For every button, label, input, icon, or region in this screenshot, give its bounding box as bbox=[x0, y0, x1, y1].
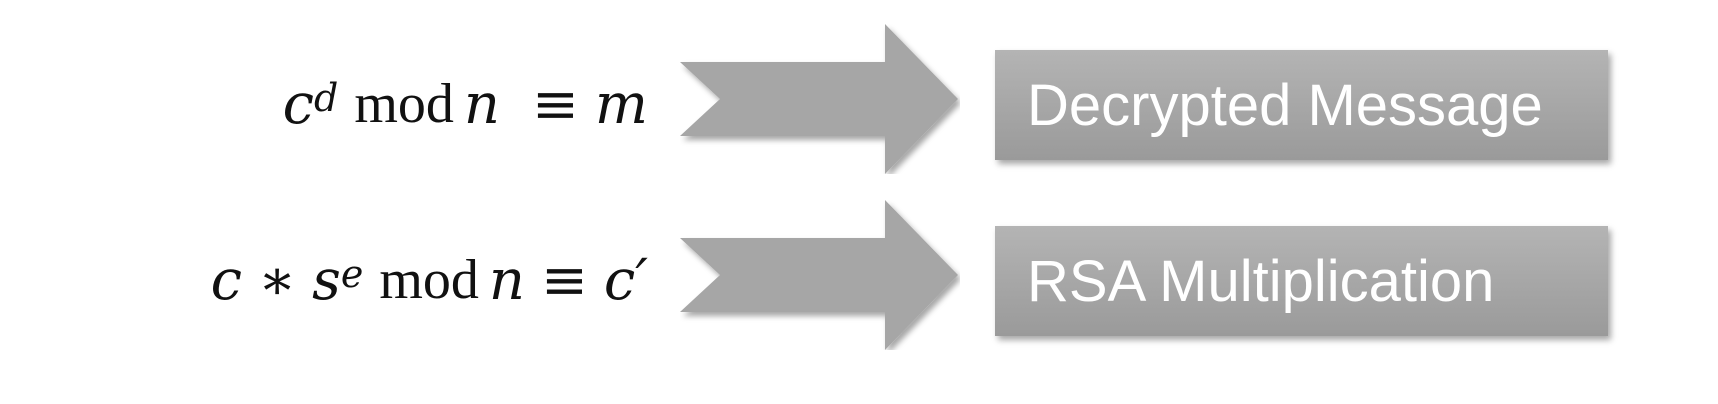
formula-modulus: n bbox=[463, 71, 500, 137]
arrow-shape-2 bbox=[680, 200, 958, 350]
decrypted-message-label: Decrypted Message bbox=[1027, 72, 1543, 138]
decrypted-message-box: Decrypted Message bbox=[995, 50, 1608, 160]
arrow-right-1 bbox=[680, 24, 958, 174]
formula-equiv: ≡ bbox=[531, 71, 579, 137]
rsa-multiplication-box: RSA Multiplication bbox=[995, 226, 1608, 336]
formula-result: c′ bbox=[603, 247, 648, 313]
formula-factor: s bbox=[312, 247, 341, 313]
formula-result: m bbox=[594, 71, 648, 137]
formula-mod: mod bbox=[354, 73, 454, 135]
formula-mod: mod bbox=[379, 249, 479, 311]
formula-ciphertext: c bbox=[282, 71, 314, 137]
formula-equiv: ≡ bbox=[541, 247, 588, 313]
arrow-shape-1 bbox=[680, 24, 958, 174]
formula-times: ∗ bbox=[258, 247, 297, 313]
arrow-right-2 bbox=[680, 200, 958, 350]
rsa-multiplication-label: RSA Multiplication bbox=[1027, 248, 1495, 314]
formula-ciphertext: c bbox=[210, 247, 243, 313]
formula-modulus: n bbox=[488, 247, 525, 313]
